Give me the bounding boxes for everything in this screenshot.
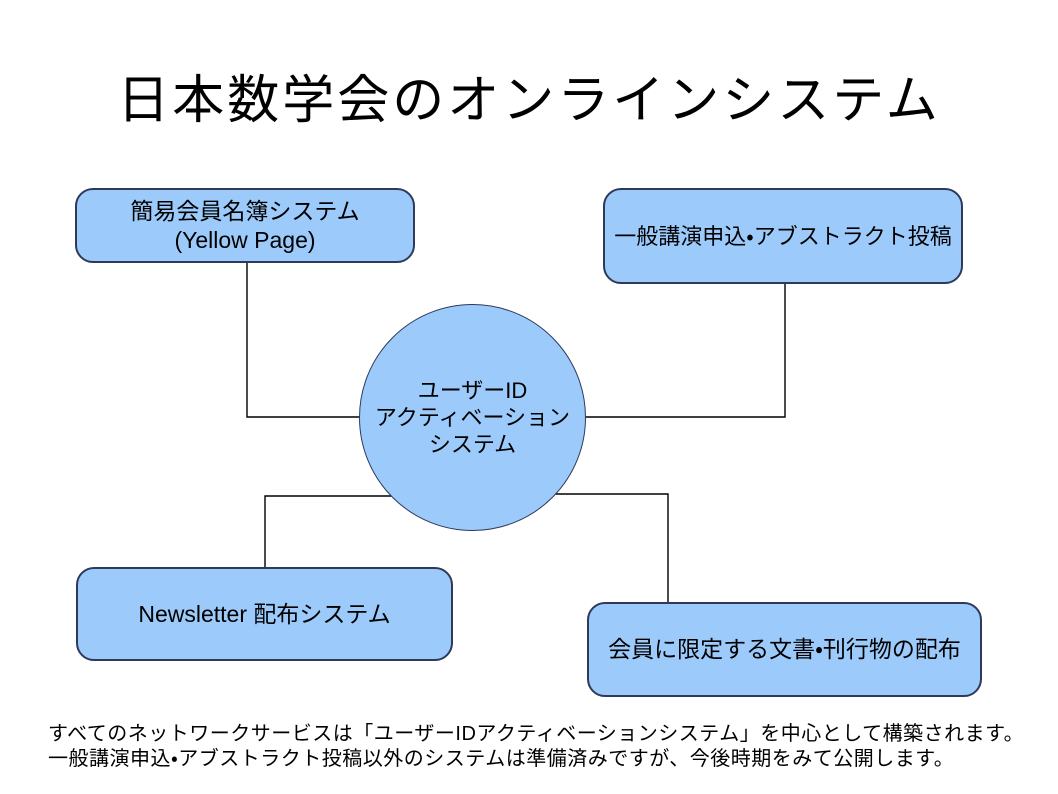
footnote-line-2: 一般講演申込・アブストラクト投稿以外のシステムは準備済みですが、今後時期をみて公… xyxy=(48,748,955,770)
center-node-line-1: ユーザーID xyxy=(417,378,528,403)
connector-center-to-newsletter xyxy=(264,495,430,568)
connector-center-to-member-docs xyxy=(520,493,669,603)
node-yellow-page: 簡易会員名簿システム (Yellow Page) xyxy=(75,188,415,263)
footnote: すべてのネットワークサービスは「ユーザーIDアクティベーションシステム」を中心と… xyxy=(48,722,1025,772)
center-node-line-2: アクティベーション xyxy=(374,405,571,430)
node-yellow-page-label: 簡易会員名簿システム xyxy=(130,197,360,224)
center-node-line-3: システム xyxy=(428,432,517,457)
node-member-documents: 会員に限定する文書・刊行物の配布 xyxy=(587,602,982,697)
slide-title: 日本数学会のオンラインシステム xyxy=(117,72,941,130)
footnote-line-1: すべてのネットワークサービスは「ユーザーIDアクティベーションシステム」を中心と… xyxy=(48,723,1025,745)
node-lecture-abstract: 一般講演申込・アブストラクト投稿 xyxy=(603,188,963,284)
node-lecture-abstract-label: 一般講演申込・アブストラクト投稿 xyxy=(614,223,952,249)
node-member-documents-label: 会員に限定する文書・刊行物の配布 xyxy=(608,636,961,662)
node-newsletter-label: Newsletter 配布システム xyxy=(138,600,391,627)
node-newsletter: Newsletter 配布システム xyxy=(76,567,453,661)
connector-lecture-to-center xyxy=(490,283,786,418)
node-yellow-page-sublabel: (Yellow Page) xyxy=(174,226,316,253)
node-user-id-activation-system: ユーザーID アクティベーション システム xyxy=(359,304,586,531)
